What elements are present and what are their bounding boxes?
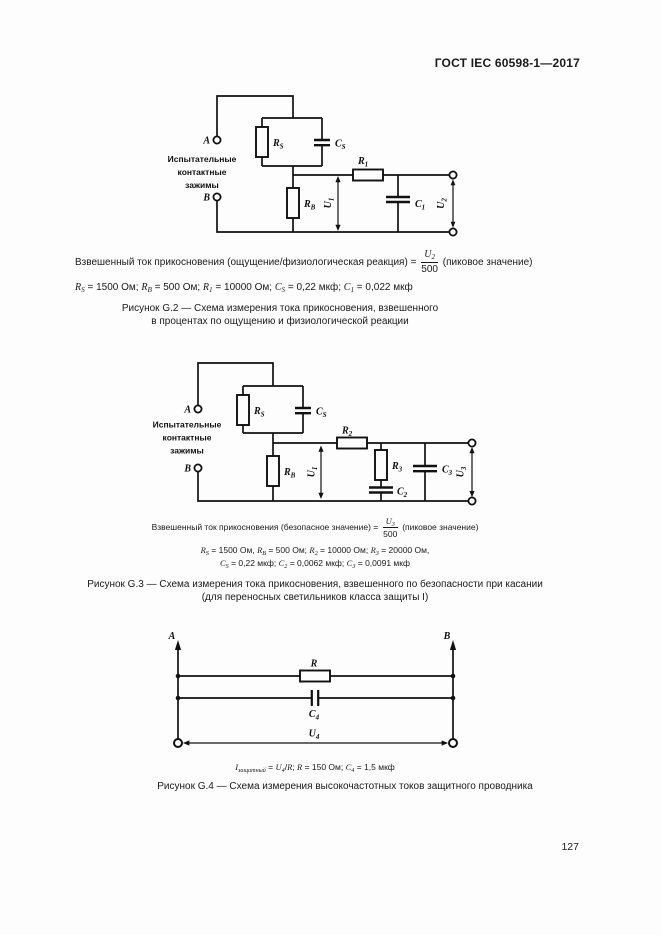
g2-label-r1: R1 [357,156,368,169]
g2-terminal-b [212,192,222,202]
g2-side-label-line2: контактные [178,167,227,177]
g4-junction-dot [450,695,456,701]
g3-label-r3: R3 [391,461,403,474]
g4-wires [177,648,454,739]
g3-label-cs: CS [316,407,327,420]
g3-label-c2: C2 [397,487,408,500]
g3-label-u3: U3 [456,466,469,477]
g4-formula: Iзащитный = U4/R; R = 150 Ом; C4 = 1,5 м… [235,762,395,774]
g3-label-u1: U1 [307,467,320,478]
g2-resistor-rs [255,126,269,158]
g2-label-cs: CS [335,139,346,152]
g4-junction-dot [450,673,456,679]
g2-label-rs: RS [272,138,284,151]
figure-g4-circuit: A B R C4 U4 [168,631,458,748]
g4-capacitor-plates [310,690,320,706]
g4-junction-dot [175,673,181,679]
g4-terminal-right [448,738,458,748]
g3-side-label-line3: зажимы [170,446,204,456]
g2-resistor-rb [286,187,300,219]
g4-label-r: R [310,659,318,670]
g2-side-label-line1: Испытательные [168,154,237,164]
g2-output-terminal-bottom [448,227,458,237]
g3-caption-line2: (для переносных светильников класса защи… [201,592,429,603]
g3-resistor-r2 [336,436,368,450]
g2-side-label-line3: зажимы [185,180,219,190]
g3-values-line2: CS = 0,22 мкф; C2 = 0,0062 мкф; C3 = 0,0… [219,558,410,570]
g2-terminal-a [212,135,222,145]
g3-label-rs: RS [253,406,265,419]
g3-side-label-line1: Испытательные [153,420,222,430]
document-header: ГОСТ IEC 60598-1—2017 [434,56,580,70]
g3-terminal-b-label: B [183,464,191,475]
g2-measure-arrow-shafts [337,180,454,227]
g2-caption-line1: Рисунок G.2 — Схема измерения тока прико… [121,303,439,314]
g3-terminal-a [193,404,203,414]
g2-terminal-a-label: A [202,136,210,147]
g3-label-rb: RB [283,467,296,480]
g3-caption: Рисунок G.3 — Схема измерения тока прико… [0,578,630,604]
g4-resistor-r [299,669,331,683]
g3-label-c3: C3 [442,465,453,478]
g3-resistor-r3 [374,449,388,481]
g4-terminal-a-label: A [168,631,176,642]
g4-caption: Рисунок G.4 — Схема измерения высокочаст… [30,780,660,793]
g3-output-terminal-top [467,438,477,448]
page-number: 127 [561,841,579,853]
g3-resistor-rs [236,394,250,426]
g3-side-label-line2: контактные [163,433,212,443]
figure-g3-circuit: A B Испытательные контактные зажимы RS C… [153,362,477,506]
g3-formula: Взвешенный ток прикосновения (безопасное… [151,516,479,539]
g2-label-u2: U2 [436,198,449,209]
g3-label-r2: R2 [341,426,353,439]
g3-caption-line1: Рисунок G.3 — Схема измерения тока прико… [87,579,543,590]
g4-label-u4: U4 [309,729,320,742]
g2-caption: Рисунок G.2 — Схема измерения тока прико… [0,302,560,328]
g4-junction-dot [175,695,181,701]
g2-formula: Взвешенный ток прикосновения (ощущение/ф… [75,249,533,275]
g3-resistor-rb [266,455,280,487]
g2-capacitor-plates [314,138,410,204]
g3-wires [197,362,469,502]
g3-values-line1: RS = 1500 Ом, RB = 500 Ом; R2 = 10000 Ом… [200,545,430,557]
g2-label-rb: RB [303,199,316,212]
g3-capacitor-plates [295,406,437,494]
g2-caption-line2: в процентах по ощущению и физиологическо… [151,316,409,327]
g3-measure-arrow-shafts [320,449,473,495]
g2-resistor-r1 [352,168,384,182]
g4-terminal-b-label: B [443,631,451,642]
g4-caption-line1: Рисунок G.4 — Схема измерения высокочаст… [157,781,533,792]
g2-wires [216,95,450,233]
g3-terminal-b [193,463,203,473]
g4-terminal-left [173,738,183,748]
figure-g2-circuit: A B Испытательные контактные зажимы RS C… [168,95,458,237]
g3-output-terminal-bottom [467,496,477,506]
g2-label-c1: C1 [415,199,425,212]
g4-label-c4: C4 [309,709,320,722]
g4-top-arrowheads [174,640,457,650]
g3-terminal-a-label: A [183,405,191,416]
g2-output-terminal-top [448,170,458,180]
g2-label-u1: U1 [323,198,336,209]
g2-terminal-b-label: B [202,193,210,204]
g2-values: RS = 1500 Ом; RB = 500 Ом; R1 = 10000 Ом… [75,282,413,295]
